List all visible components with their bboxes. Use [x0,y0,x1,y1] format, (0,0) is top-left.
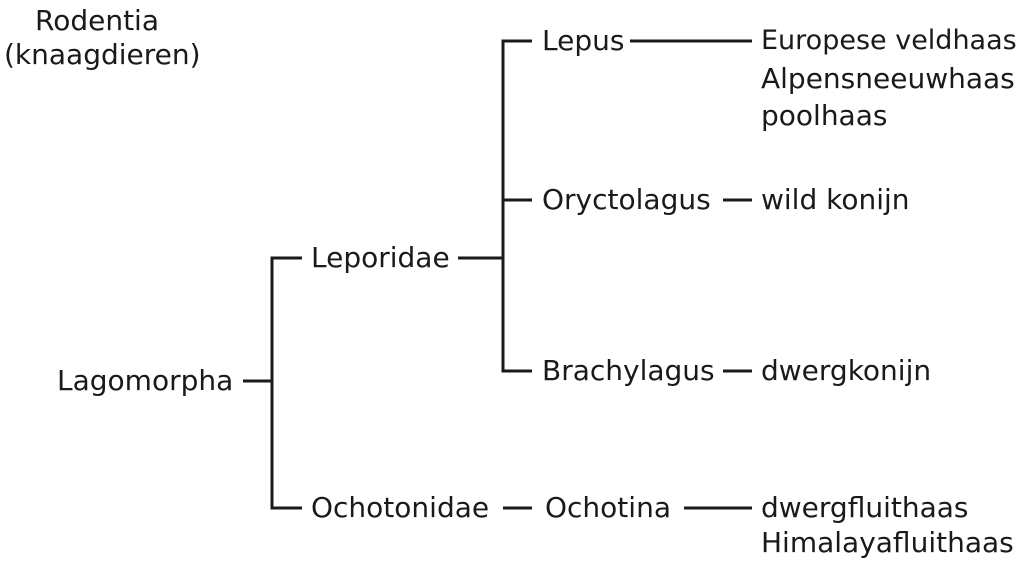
node-ochotonidae: Ochotonidae [311,491,490,524]
node-lagomorpha: Lagomorpha [57,364,234,397]
species-himalayafluithaas: Himalayafluithaas [761,526,1014,559]
species-europese-veldhaas: Europese veldhaas [761,25,1017,56]
species-alpensneeuwhaas: Alpensneeuwhaas [761,62,1015,95]
species-dwergkonijn: dwergkonijn [761,354,932,387]
node-oryctolagus: Oryctolagus [542,183,711,216]
node-lepus: Lepus [542,24,625,57]
species-poolhaas: poolhaas [761,99,888,132]
bracket-lagomorpha [270,256,302,510]
species-wild-konijn: wild konijn [761,183,910,216]
node-brachylagus: Brachylagus [542,354,715,387]
rodentia-sublabel: (knaagdieren) [4,38,201,71]
rodentia-label: Rodentia [35,4,159,37]
node-leporidae: Leporidae [311,241,450,274]
bracket-leporidae [501,39,532,373]
species-dwergfluithaas: dwergfluithaas [761,491,969,524]
node-ochotina: Ochotina [545,491,671,524]
